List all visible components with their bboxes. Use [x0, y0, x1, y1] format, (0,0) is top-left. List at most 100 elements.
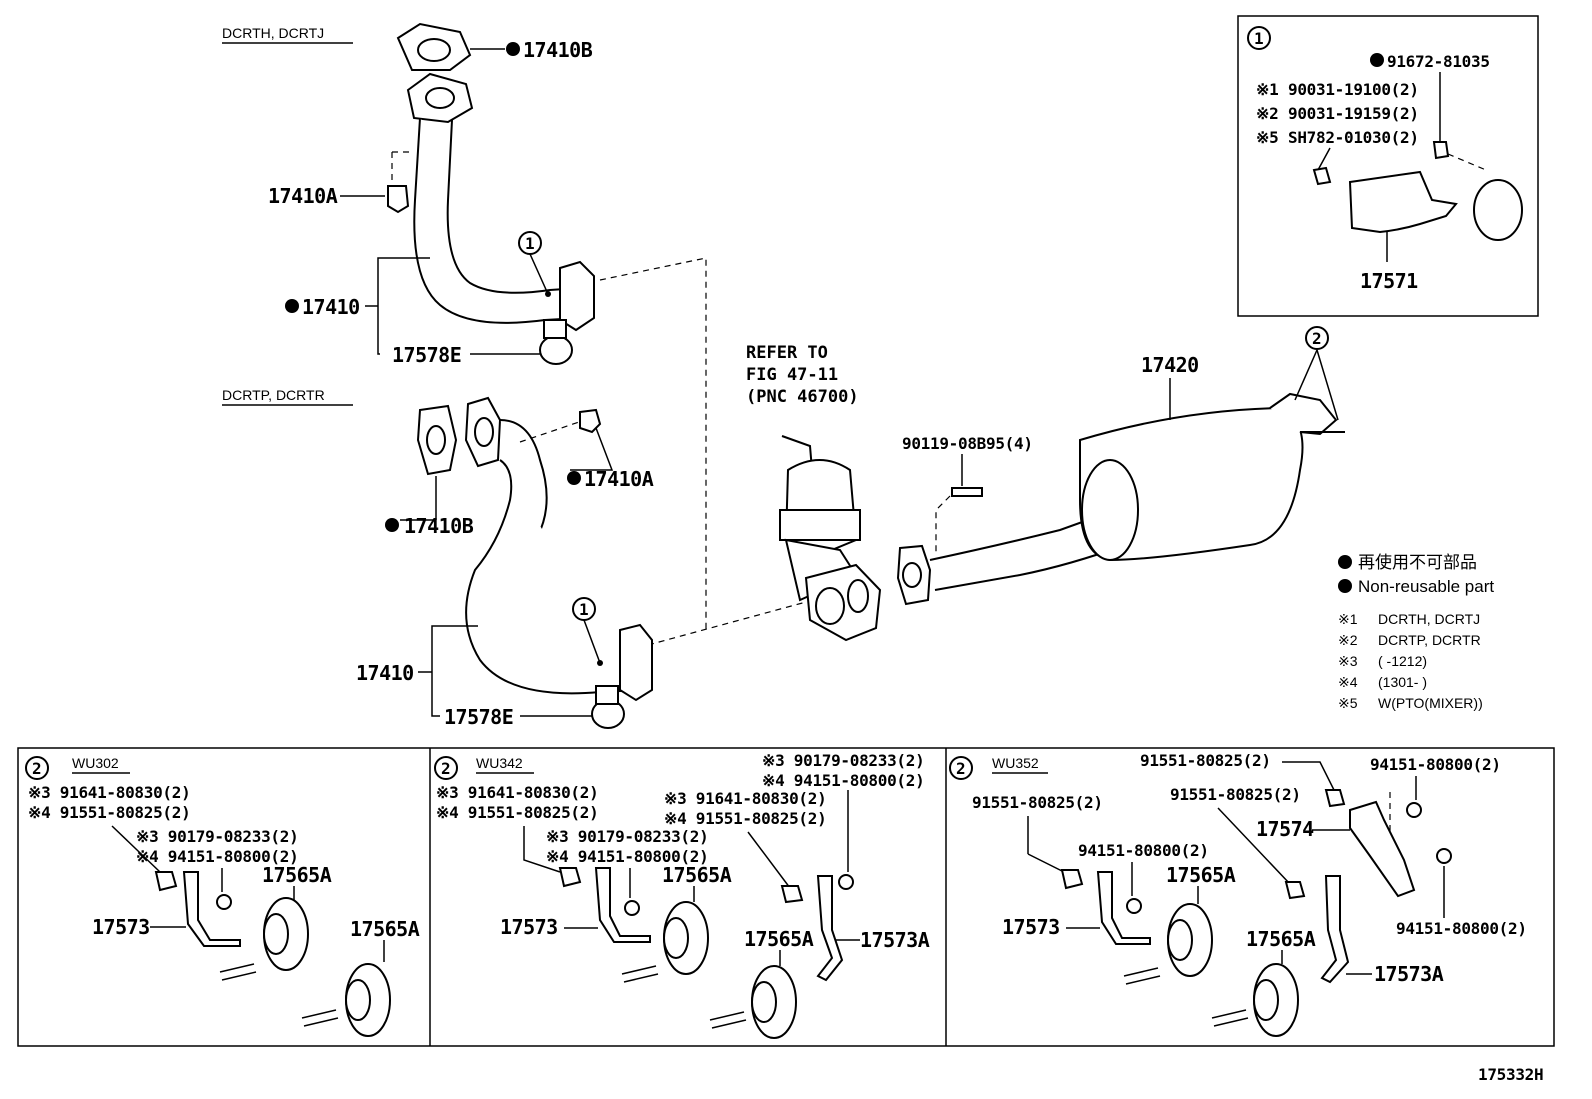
- panel-2-mount-a-label[interactable]: 17565A: [662, 863, 732, 887]
- figure-id: 175332H: [1478, 1065, 1543, 1084]
- panel-1-callout: [25, 756, 49, 780]
- panel-2-bracket-b-label[interactable]: 17573A: [860, 928, 930, 952]
- panel-2-model: WU342: [476, 755, 523, 771]
- legend-note-3-mark: ※3: [1338, 653, 1358, 669]
- part-17410-top[interactable]: 17410: [302, 295, 360, 319]
- gasket-hole: [426, 425, 446, 455]
- panel-3-model: WU352: [992, 755, 1039, 771]
- legend-note-4-mark: ※4: [1338, 674, 1358, 690]
- panel-3-p6-top[interactable]: 94151-80800(2): [1370, 755, 1501, 774]
- refer-line-2: FIG 47-11: [746, 365, 838, 385]
- panel-2-l4[interactable]: ※4 94151-80800(2): [546, 847, 709, 866]
- panel-2-bracket-label[interactable]: 17573: [500, 915, 558, 939]
- inset-1-callout: [1247, 26, 1271, 50]
- panel-2-l3[interactable]: ※3 90179-08233(2): [546, 827, 709, 846]
- panel-2-nut-b: [838, 874, 854, 890]
- panel-1-mount-a-label[interactable]: 17565A: [262, 863, 332, 887]
- panel-3-nut: [1126, 898, 1142, 914]
- inset-1-line-3-pn[interactable]: SH782-01030(2): [1288, 128, 1419, 147]
- panel-3-bolt-b: [1284, 881, 1306, 900]
- bracket-17571: [1348, 170, 1458, 234]
- gasket-hole: [417, 38, 451, 62]
- panel-2-l1[interactable]: ※3 91641-80830(2): [436, 783, 599, 802]
- callout-1-top-text: 1: [525, 234, 534, 253]
- panel-1-l4[interactable]: ※4 94151-80800(2): [136, 847, 299, 866]
- non-reusable-dot: [506, 42, 520, 56]
- inset-1-frame: [1237, 15, 1539, 317]
- muffler-17420: [896, 392, 1345, 606]
- inset-1-bolt[interactable]: 91672-81035: [1387, 52, 1490, 71]
- panel-2-r1[interactable]: ※3 90179-08233(2): [762, 751, 925, 770]
- legend-note-2-mark: ※2: [1338, 632, 1358, 648]
- panel-3-bracket-b: [1320, 875, 1350, 984]
- non-reusable-dot: [285, 299, 299, 313]
- panel-1-l1[interactable]: ※3 91641-80830(2): [28, 783, 191, 802]
- flange-hole: [425, 87, 455, 109]
- part-17410-mid[interactable]: 17410: [356, 661, 414, 685]
- callout-1-mid-text: 1: [579, 600, 588, 619]
- panel-3-p2[interactable]: 94151-80800(2): [1078, 841, 1209, 860]
- panel-3-bracket: [1096, 871, 1151, 945]
- part-17410b-top[interactable]: 17410B: [523, 38, 593, 62]
- part-17410a-top[interactable]: 17410A: [268, 184, 338, 208]
- panel-3-mount-b-label[interactable]: 17565A: [1246, 927, 1316, 951]
- legend-note-1-text: DCRTH, DCRTJ: [1378, 611, 1480, 627]
- panel-2-bolt: [558, 867, 582, 888]
- panel-wu302: 2 WU302 ※3 91641-80830(2) ※4 91551-80825…: [25, 755, 420, 1037]
- panel-1-bracket-label[interactable]: 17573: [92, 915, 150, 939]
- part-17578e-mid[interactable]: 17578E: [444, 705, 514, 729]
- panel-2-r4[interactable]: ※4 91551-80825(2): [664, 809, 827, 828]
- legend-dot-ja: [1338, 555, 1352, 569]
- panel-3-p3[interactable]: 91551-80825(2): [1170, 785, 1301, 804]
- panel-1-l3[interactable]: ※3 90179-08233(2): [136, 827, 299, 846]
- panel-3-bolt: [1060, 869, 1084, 890]
- panel-1-l2[interactable]: ※4 91551-80825(2): [28, 803, 191, 822]
- dash-link-top: [599, 257, 707, 632]
- panel-3-p1-left[interactable]: 91551-80825(2): [972, 793, 1103, 812]
- panel-2-l2[interactable]: ※4 91551-80825(2): [436, 803, 599, 822]
- panel-2-nut: [624, 900, 640, 916]
- legend-note-2-text: DCRTP, DCRTR: [1378, 632, 1481, 648]
- part-17410b-mid[interactable]: 17410B: [404, 514, 474, 538]
- panel-3-mount-a-label[interactable]: 17565A: [1166, 863, 1236, 887]
- panel-2-mount-b-label[interactable]: 17565A: [744, 927, 814, 951]
- panel-1-mount-b-label[interactable]: 17565A: [350, 917, 420, 941]
- legend-note-5-text: W(PTO(MIXER)): [1378, 695, 1483, 711]
- clamp-17578e-top: [539, 335, 573, 365]
- part-17571[interactable]: 17571: [1360, 269, 1419, 293]
- inset-1-callout-text: 1: [1254, 29, 1263, 48]
- part-90119[interactable]: 90119-08B95(4): [902, 434, 1033, 453]
- bolt-90119: [951, 487, 983, 497]
- panel-2-r3[interactable]: ※3 91641-80830(2): [664, 789, 827, 808]
- callout-1-top: [518, 231, 542, 255]
- part-17420[interactable]: 17420: [1141, 353, 1199, 377]
- non-reusable-dot: [567, 471, 581, 485]
- panel-1-model: WU302: [72, 755, 119, 771]
- panel-3-p5[interactable]: 94151-80800(2): [1396, 919, 1527, 938]
- panel-2-r2[interactable]: ※4 94151-80800(2): [762, 771, 925, 790]
- panel-3-p1[interactable]: 91551-80825(2): [1140, 751, 1271, 770]
- non-reusable-dot: [385, 518, 399, 532]
- bottom-panels-frame: [17, 747, 1555, 1047]
- front-pipe-mid-edge: [465, 459, 641, 695]
- panel-3-hanger-label[interactable]: 17574: [1256, 817, 1315, 841]
- inset-1-line-2-pn[interactable]: 90031-19159(2): [1288, 104, 1419, 123]
- part-17578e-top[interactable]: 17578E: [392, 343, 462, 367]
- clamp-tab: [543, 319, 567, 339]
- dash-link-mid: [647, 601, 807, 646]
- legend-ja: 再使用不可部品: [1358, 552, 1477, 572]
- inset-1-line-1-mark: ※1: [1256, 80, 1278, 99]
- panel-3-hanger: [1349, 800, 1416, 898]
- panel-3-bracket-b-label[interactable]: 17573A: [1374, 962, 1444, 986]
- part-17410a-mid[interactable]: 17410A: [584, 467, 654, 491]
- panel-3-bracket-label[interactable]: 17573: [1002, 915, 1060, 939]
- panel-2-bolt-b: [780, 885, 804, 904]
- inset-1-line-1-pn[interactable]: 90031-19100(2): [1288, 80, 1419, 99]
- leader-inset-sh782: [1317, 147, 1331, 171]
- legend-notes: ※1 DCRTH, DCRTJ ※2 DCRTP, DCRTR ※3 ( -12…: [1338, 611, 1483, 711]
- dash-inset: [1447, 153, 1487, 171]
- callout-2-muffler: [1305, 326, 1329, 350]
- legend-note-3-text: ( -1212): [1378, 653, 1427, 669]
- nut-17410a-top: [387, 185, 410, 214]
